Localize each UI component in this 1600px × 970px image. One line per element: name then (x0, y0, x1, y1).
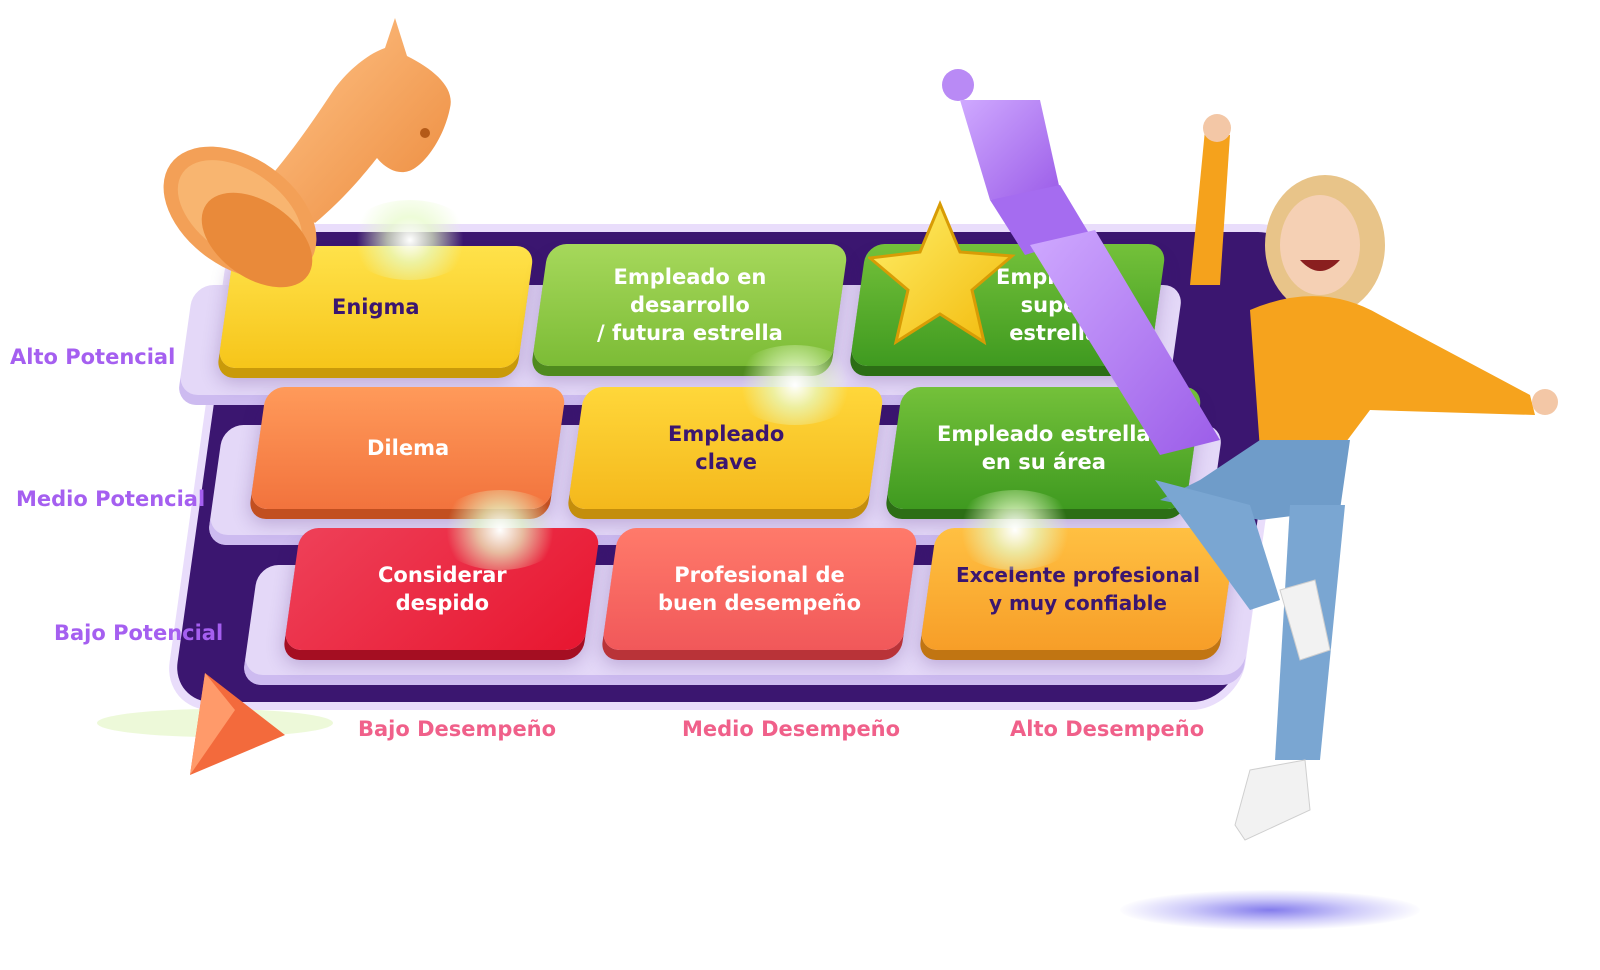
row-label-medio-potencial: Medio Potencial (16, 487, 206, 511)
light-glow (345, 200, 475, 280)
star-icon (868, 200, 1016, 346)
tile-label: Profesional de buen desempeño (658, 563, 862, 615)
chess-queen-icon (942, 69, 1220, 455)
tile-profesional-buen-desempeno[interactable]: Profesional de buen desempeño (601, 528, 919, 650)
light-glow (950, 490, 1080, 570)
column-label-bajo-desempeno: Bajo Desempeño (358, 717, 557, 741)
light-glow (730, 345, 860, 425)
chess-knight-icon (163, 18, 451, 288)
row-label-bajo-potencial: Bajo Potencial (54, 621, 224, 645)
tile-label: Empleado en desarrollo / futura estrella (597, 265, 783, 345)
tile-dilema[interactable]: Dilema (249, 387, 567, 509)
row-label-alto-potencial: Alto Potencial (10, 345, 176, 369)
tile-label: Empleado clave (667, 422, 785, 474)
woman-jumping-photo (1155, 114, 1558, 841)
pyramid-icon (97, 673, 333, 775)
column-label-medio-desempeno: Medio Desempeño (682, 717, 901, 741)
light-glow (435, 490, 565, 570)
tile-label: Dilema (366, 436, 450, 460)
column-label-alto-desempeno: Alto Desempeño (1010, 717, 1205, 741)
floor-shadow (1120, 890, 1420, 930)
